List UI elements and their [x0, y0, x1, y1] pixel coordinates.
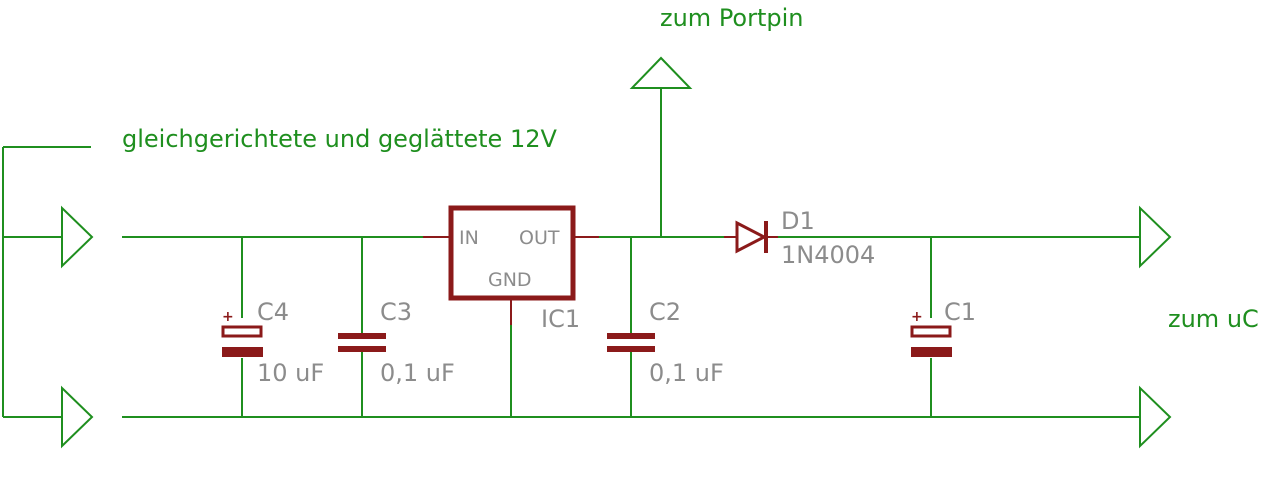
- c4-capacitor: + C4 10 uF: [221, 298, 324, 387]
- c4-positive-plate: [221, 325, 263, 338]
- connector-arrows: [61, 56, 1172, 449]
- ic1-pin-out-label: OUT: [519, 227, 560, 249]
- input-connector-bottom-arrow: [61, 385, 94, 449]
- d1-name-label: D1: [781, 207, 815, 235]
- c3-name-label: C3: [380, 298, 412, 326]
- d1-diode: D1 1N4004: [724, 207, 875, 269]
- c4-negative-plate: [222, 347, 263, 357]
- c4-value-label: 10 uF: [257, 359, 324, 387]
- ic1-regulator: IN OUT GND IC1: [423, 205, 599, 333]
- ic1-pin-gnd-label: GND: [488, 269, 532, 291]
- d1-anode-triangle: [735, 220, 768, 254]
- output-connector-bottom-arrow: [1139, 385, 1172, 449]
- ic1-body: [448, 205, 576, 301]
- c1-name-label: C1: [944, 298, 976, 326]
- c1-capacitor: + C1: [910, 298, 976, 357]
- input-voltage-label: gleichgerichtete und geglättete 12V: [122, 125, 557, 153]
- input-connector-top-arrow: [61, 205, 94, 269]
- portpin-connector-arrow: [629, 56, 693, 89]
- c2-value-label: 0,1 uF: [649, 359, 724, 387]
- c3-plate-bottom: [338, 346, 386, 352]
- c3-capacitor: C3 0,1 uF: [338, 298, 455, 387]
- c3-plate-top: [338, 333, 386, 339]
- ic1-pin-in-label: IN: [459, 227, 479, 249]
- uc-label: zum uC: [1168, 305, 1259, 333]
- c2-capacitor: C2 0,1 uF: [607, 298, 724, 387]
- output-connector-top-arrow: [1139, 205, 1172, 269]
- c3-value-label: 0,1 uF: [380, 359, 455, 387]
- d1-value-label: 1N4004: [781, 241, 875, 269]
- c1-positive-plate: [910, 325, 952, 338]
- c4-name-label: C4: [257, 298, 289, 326]
- c2-name-label: C2: [649, 298, 681, 326]
- net-labels: zum Portpin gleichgerichtete und geglätt…: [122, 4, 1259, 333]
- c1-negative-plate: [911, 347, 952, 357]
- c2-plate-bottom: [607, 346, 655, 352]
- ic1-name-label: IC1: [541, 305, 580, 333]
- c1-polarity-mark: +: [911, 309, 923, 325]
- portpin-label: zum Portpin: [660, 4, 804, 32]
- c2-plate-top: [607, 333, 655, 339]
- c4-polarity-mark: +: [222, 309, 234, 325]
